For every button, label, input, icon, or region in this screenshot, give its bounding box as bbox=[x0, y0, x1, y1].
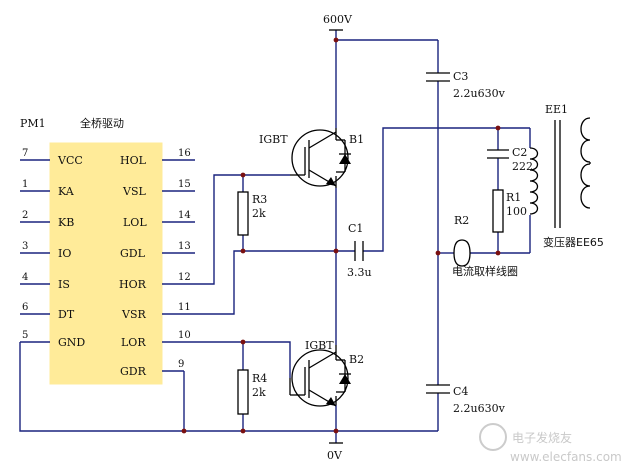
c2-value: 222 bbox=[512, 160, 533, 173]
igbt-high: IGBT B1 bbox=[259, 128, 364, 188]
r4-ref: R4 bbox=[252, 372, 267, 385]
junction-dot bbox=[495, 250, 501, 256]
chip-right-pins: 16 15 14 13 12 11 10 9 HOL VSL LOL GDL H… bbox=[119, 148, 195, 378]
rail-top: 600V bbox=[323, 13, 353, 31]
chip-left-pins: 7 1 2 3 4 6 5 VCC KA KB IO IS DT GND bbox=[20, 148, 85, 349]
wire-lor-gate-low bbox=[195, 341, 291, 378]
junction-dot bbox=[181, 428, 187, 434]
c3-ref: C3 bbox=[453, 70, 468, 83]
chip-ref-label: PM1 bbox=[20, 117, 46, 130]
transformer-ref: EE1 bbox=[545, 103, 568, 116]
r4-value: 2k bbox=[252, 386, 266, 399]
igbt-low: IGBT B2 bbox=[289, 339, 364, 407]
watermark-url: www.elecfans.com bbox=[510, 450, 622, 464]
chip-title-label: 全桥驱动 bbox=[80, 116, 124, 130]
junction-dot bbox=[495, 125, 501, 131]
c4-ref: C4 bbox=[453, 385, 468, 398]
c1-ref: C1 bbox=[348, 222, 363, 235]
capacitor-c3: C3 2.2u630v bbox=[426, 70, 506, 100]
pin-number: 6 bbox=[22, 302, 28, 313]
pin-name: KB bbox=[58, 216, 74, 229]
junctions bbox=[181, 37, 501, 434]
pin-number: 2 bbox=[22, 210, 28, 221]
current-sense-coil-r2: R2 电流取样线圈 bbox=[452, 214, 518, 278]
pin-number: 12 bbox=[178, 272, 191, 283]
pin-number: 3 bbox=[22, 241, 28, 252]
r3-value: 2k bbox=[252, 207, 266, 220]
c2-ref: C2 bbox=[512, 146, 527, 159]
r1-ref: R1 bbox=[506, 191, 521, 204]
pin-name: GND bbox=[58, 336, 85, 349]
pin-name: KA bbox=[58, 185, 75, 198]
junction-dot bbox=[435, 250, 441, 256]
resistor-r3: R3 2k bbox=[237, 191, 267, 236]
pin-number: 1 bbox=[22, 179, 28, 190]
igbt-low-ref: B2 bbox=[349, 353, 364, 366]
wire-hor-gate-high bbox=[195, 174, 290, 285]
driver-chip: PM1 全桥驱动 7 1 2 3 4 6 5 VCC KA KB IO IS D… bbox=[20, 116, 195, 385]
pin-number: 15 bbox=[178, 179, 191, 190]
r1-value: 100 bbox=[506, 205, 527, 218]
pin-name: HOR bbox=[119, 278, 147, 291]
pin-name: LOR bbox=[121, 336, 146, 349]
junction-dot bbox=[240, 172, 246, 178]
pin-name: VCC bbox=[57, 154, 83, 167]
pin-number: 7 bbox=[22, 148, 28, 159]
rail-bottom-label: 0V bbox=[327, 449, 343, 462]
transformer-ee1: EE1 变压器EE65 bbox=[529, 103, 604, 249]
pin-name: VSR bbox=[121, 308, 146, 321]
wire-ground-bus bbox=[19, 342, 438, 432]
pin-number: 10 bbox=[178, 330, 191, 341]
pin-number: 16 bbox=[178, 148, 191, 159]
capacitor-c2: C2 222 bbox=[487, 146, 533, 173]
rail-top-label: 600V bbox=[323, 13, 353, 26]
pin-number: 4 bbox=[22, 272, 28, 283]
c4-value: 2.2u630v bbox=[453, 402, 506, 415]
rail-bottom: 0V bbox=[327, 442, 343, 462]
r3-ref: R3 bbox=[252, 193, 267, 206]
igbt-high-ref: B1 bbox=[349, 133, 364, 146]
c1-value: 3.3u bbox=[347, 266, 372, 279]
capacitor-c4: C4 2.2u630v bbox=[426, 384, 506, 415]
r2-ref: R2 bbox=[454, 214, 469, 227]
pin-name: IO bbox=[58, 247, 71, 260]
transformer-label: 变压器EE65 bbox=[543, 235, 604, 249]
junction-dot bbox=[333, 248, 339, 254]
pin-number: 11 bbox=[178, 302, 191, 313]
pin-name: GDL bbox=[120, 247, 146, 260]
pin-number: 13 bbox=[178, 241, 191, 252]
junction-dot bbox=[333, 37, 339, 43]
junction-dot bbox=[240, 248, 246, 254]
watermark: 电子发烧友 www.elecfans.com bbox=[479, 423, 622, 464]
pin-number: 5 bbox=[22, 330, 28, 341]
pin-name: VSL bbox=[122, 185, 146, 198]
resistor-r1: R1 100 bbox=[492, 189, 527, 233]
resistor-r4: R4 2k bbox=[237, 369, 267, 415]
watermark-logo-icon bbox=[479, 423, 507, 451]
junction-dot bbox=[240, 428, 246, 434]
igbt-low-type: IGBT bbox=[305, 339, 334, 352]
pin-name: DT bbox=[58, 308, 75, 321]
pin-name: IS bbox=[58, 278, 70, 291]
capacitor-c1: C1 3.3u bbox=[347, 222, 372, 279]
igbt-high-type: IGBT bbox=[259, 133, 288, 146]
pin-name: HOL bbox=[120, 154, 147, 167]
r2-label: 电流取样线圈 bbox=[452, 264, 518, 278]
wires bbox=[19, 30, 531, 443]
junction-dot bbox=[240, 339, 246, 345]
c3-value: 2.2u630v bbox=[453, 87, 506, 100]
pin-number: 14 bbox=[178, 210, 191, 221]
junction-dot bbox=[333, 428, 339, 434]
watermark-text: 电子发烧友 bbox=[512, 430, 572, 445]
wire-c1-to-transformer bbox=[363, 127, 498, 252]
pin-name: LOL bbox=[123, 216, 147, 229]
chip-body bbox=[49, 142, 163, 385]
wire-vsr-midpoint bbox=[195, 250, 335, 315]
pin-number: 9 bbox=[178, 359, 184, 370]
pin-name: GDR bbox=[120, 365, 147, 378]
